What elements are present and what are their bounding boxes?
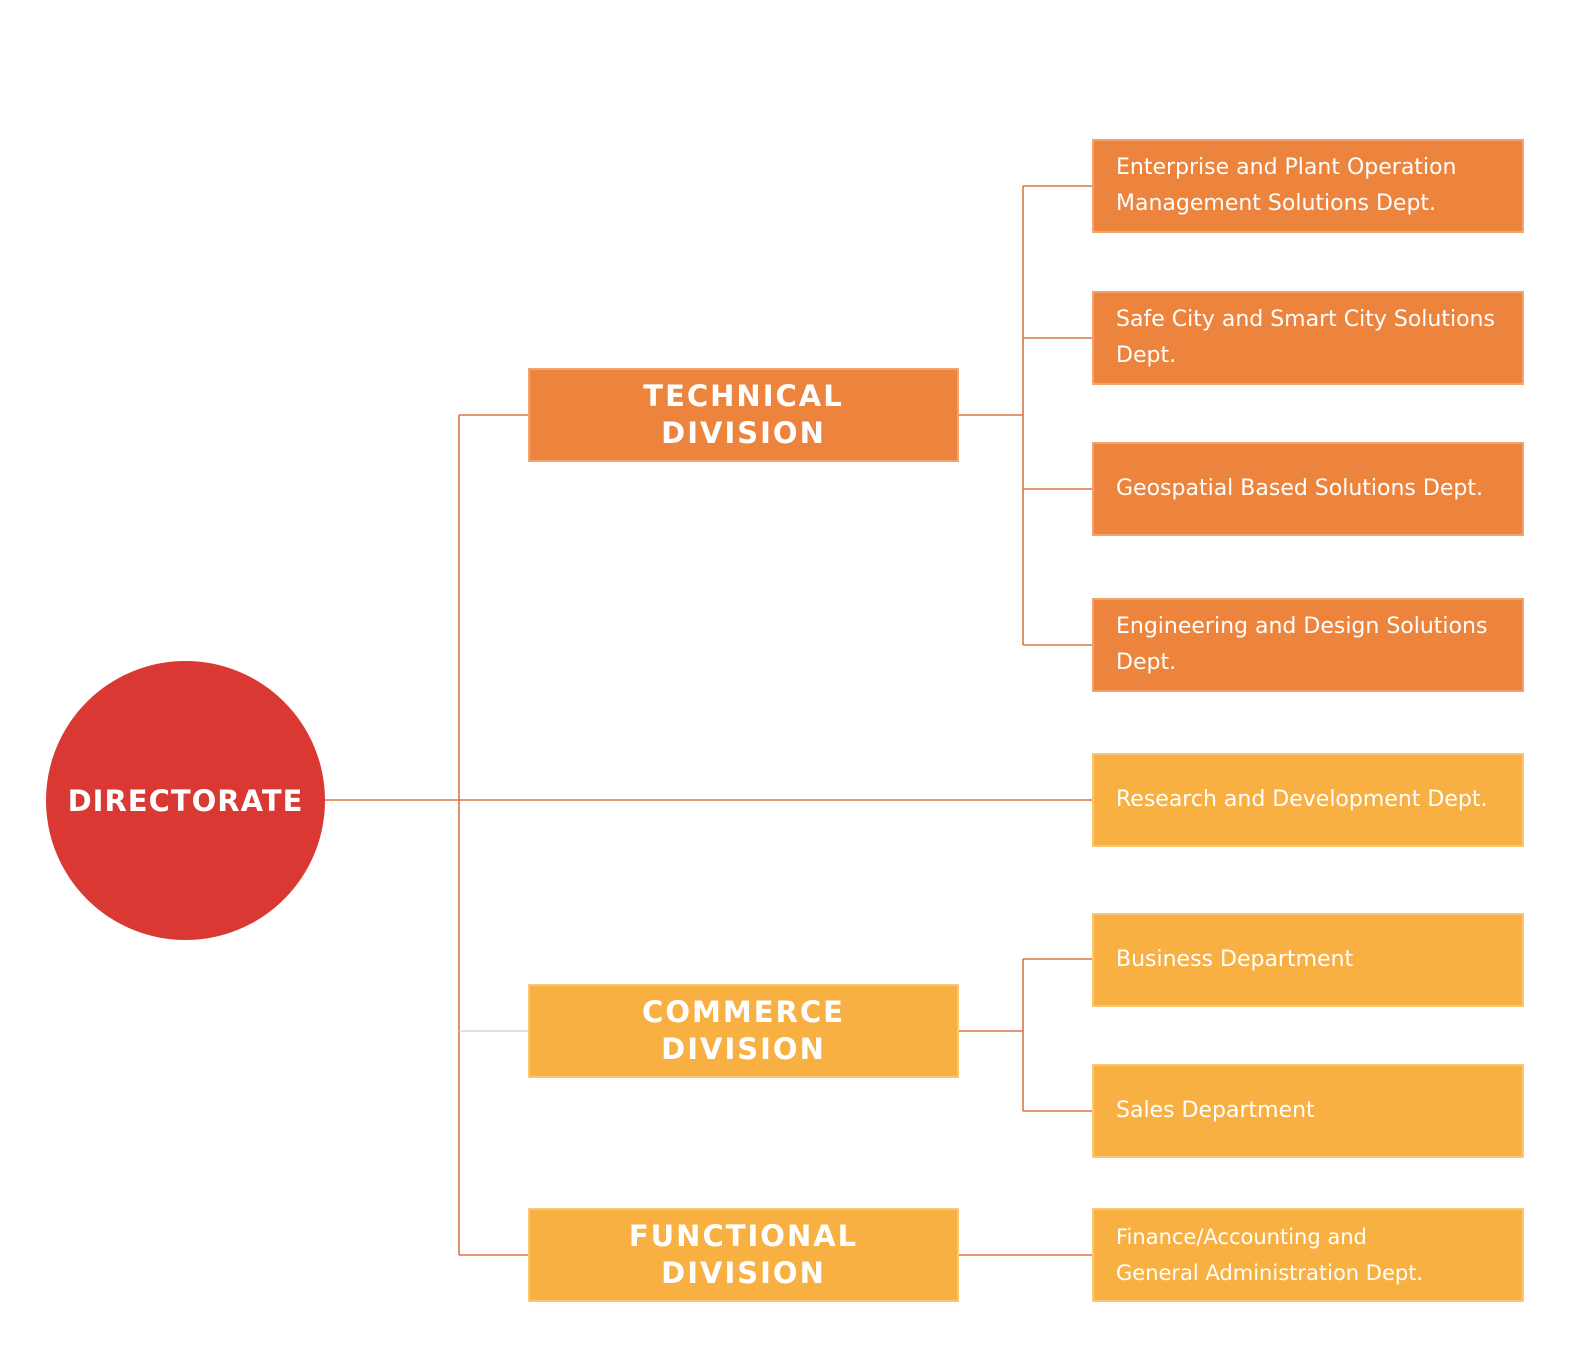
safe-city-dept-box: Safe City and Smart City Solutions Dept. [1092,291,1524,385]
sales-dept-box: Sales Department [1092,1064,1524,1158]
engineering-dept-box: Engineering and Design Solutions Dept. [1092,598,1524,692]
finance-dept-box: Finance/Accounting and General Administr… [1092,1208,1524,1302]
technical-division-label: TECHNICAL DIVISION [643,379,844,450]
functional-division-box: FUNCTIONAL DIVISION [528,1208,959,1302]
engineering-dept-label: Engineering and Design Solutions Dept. [1116,614,1488,675]
research-dept-box: Research and Development Dept. [1092,753,1524,847]
sales-dept-label: Sales Department [1116,1098,1315,1123]
business-dept-box: Business Department [1092,913,1524,1007]
geospatial-dept-box: Geospatial Based Solutions Dept. [1092,442,1524,536]
business-dept-label: Business Department [1116,947,1354,972]
research-dept-label: Research and Development Dept. [1116,787,1488,812]
directorate-node: DIRECTORATE [46,661,325,940]
enterprise-dept-box: Enterprise and Plant Operation Managemen… [1092,139,1524,233]
directorate-label: DIRECTORATE [67,783,304,818]
functional-division-label: FUNCTIONAL DIVISION [628,1219,859,1290]
safe-city-dept-label: Safe City and Smart City Solutions Dept. [1116,307,1495,368]
enterprise-dept-label: Enterprise and Plant Operation Managemen… [1116,155,1457,216]
finance-dept-label: Finance/Accounting and General Administr… [1116,1225,1424,1285]
technical-division-box: TECHNICAL DIVISION [528,368,959,462]
commerce-division-box: COMMERCE DIVISION [528,984,959,1078]
geospatial-dept-label: Geospatial Based Solutions Dept. [1116,476,1483,501]
commerce-division-label: COMMERCE DIVISION [642,995,845,1066]
